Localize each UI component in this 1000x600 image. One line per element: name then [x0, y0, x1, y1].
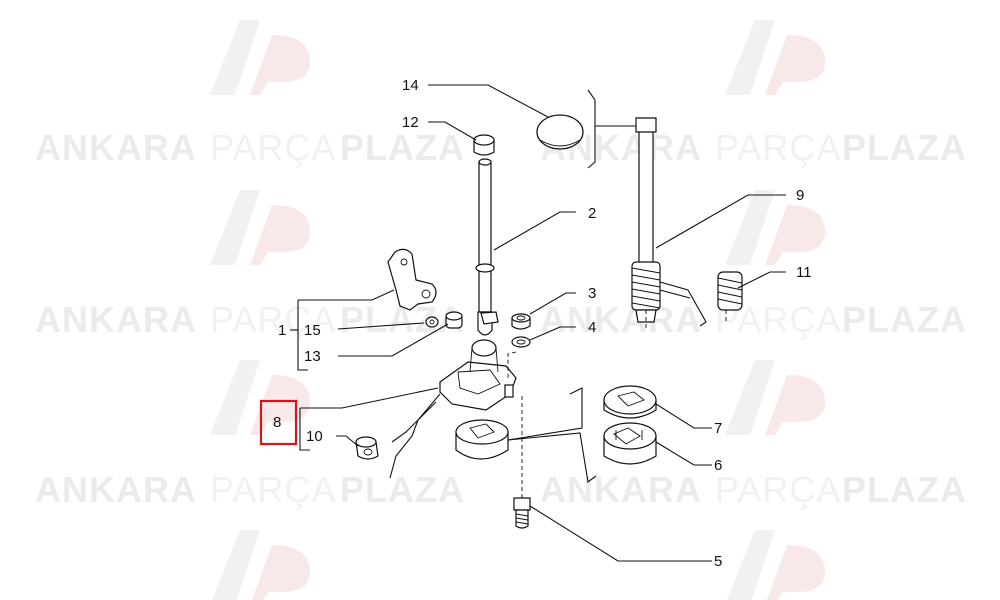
callout-11: 11: [796, 264, 812, 281]
part-13-bushing[interactable]: [445, 311, 463, 329]
part-6-cup[interactable]: [603, 422, 657, 465]
wm-word2: PARÇA: [715, 469, 841, 510]
wm-word2: PARÇA: [210, 469, 336, 510]
callout-8-highlight[interactable]: 8: [259, 399, 298, 446]
part-11-spring[interactable]: [717, 271, 743, 311]
wm-word2: PARÇA: [210, 127, 336, 168]
part-5-bolt[interactable]: [513, 497, 531, 529]
part-1-lever-bracket[interactable]: [387, 248, 437, 311]
part-7-round-cover[interactable]: [603, 385, 657, 419]
wm-word1: ANKARA: [35, 299, 197, 340]
callout-7: 7: [714, 420, 722, 437]
watermark-text-row: ANKARA PARÇA PLAZA ANKARA PARÇA PLAZA: [35, 299, 967, 340]
wm-word1: ANKARA: [35, 127, 197, 168]
callout-2: 2: [588, 205, 596, 222]
wm-word2: PARÇA: [715, 127, 841, 168]
callout-labels: 14 12 2 9 11 3 4 1 15 13 10 7 6 5: [278, 77, 812, 570]
watermark-layer: ANKARA PARÇA PLAZA ANKARA PARÇA PLAZA AN…: [35, 20, 967, 600]
part-3-nut[interactable]: [511, 313, 531, 330]
part-10-sleeve[interactable]: [355, 436, 379, 460]
wm-word3: PLAZA: [842, 127, 967, 168]
leader-lines: [290, 84, 786, 562]
part-4-washer[interactable]: [511, 336, 531, 348]
part-2-shaft[interactable]: [475, 158, 499, 336]
callout-14: 14: [402, 77, 419, 94]
callout-15: 15: [304, 322, 321, 339]
part-12-cap-nut[interactable]: [473, 134, 495, 156]
wm-word2: PARÇA: [210, 299, 336, 340]
watermark-logo: [210, 20, 825, 600]
callout-10: 10: [306, 428, 323, 445]
part-15-pin[interactable]: [425, 316, 439, 328]
wm-word3: PLAZA: [340, 127, 465, 168]
callout-4: 4: [588, 319, 596, 336]
callout-8: 8: [273, 414, 281, 431]
callout-9: 9: [796, 187, 804, 204]
callout-13: 13: [304, 348, 321, 365]
highlight-box: [259, 399, 298, 446]
housing-assembly[interactable]: [439, 339, 517, 411]
wm-word3: PLAZA: [340, 469, 465, 510]
callout-12: 12: [402, 114, 419, 131]
wm-word1: ANKARA: [35, 469, 197, 510]
wm-word3: PLAZA: [842, 469, 967, 510]
spring-coils: [631, 261, 661, 311]
wm-word1: ANKARA: [540, 299, 702, 340]
wm-word1: ANKARA: [540, 469, 702, 510]
callout-3: 3: [588, 285, 596, 302]
watermark-text-row: ANKARA PARÇA PLAZA ANKARA PARÇA PLAZA: [35, 469, 967, 510]
watermark-text-row: ANKARA PARÇA PLAZA ANKARA PARÇA PLAZA: [35, 127, 967, 168]
part-9-shaft-spring[interactable]: [631, 117, 661, 323]
cam-cup-center[interactable]: [455, 419, 509, 460]
callout-5: 5: [714, 553, 722, 570]
wm-word3: PLAZA: [842, 299, 967, 340]
part-14-rubber-cap[interactable]: [536, 114, 584, 150]
callout-6: 6: [714, 457, 722, 474]
callout-1: 1: [278, 322, 286, 339]
